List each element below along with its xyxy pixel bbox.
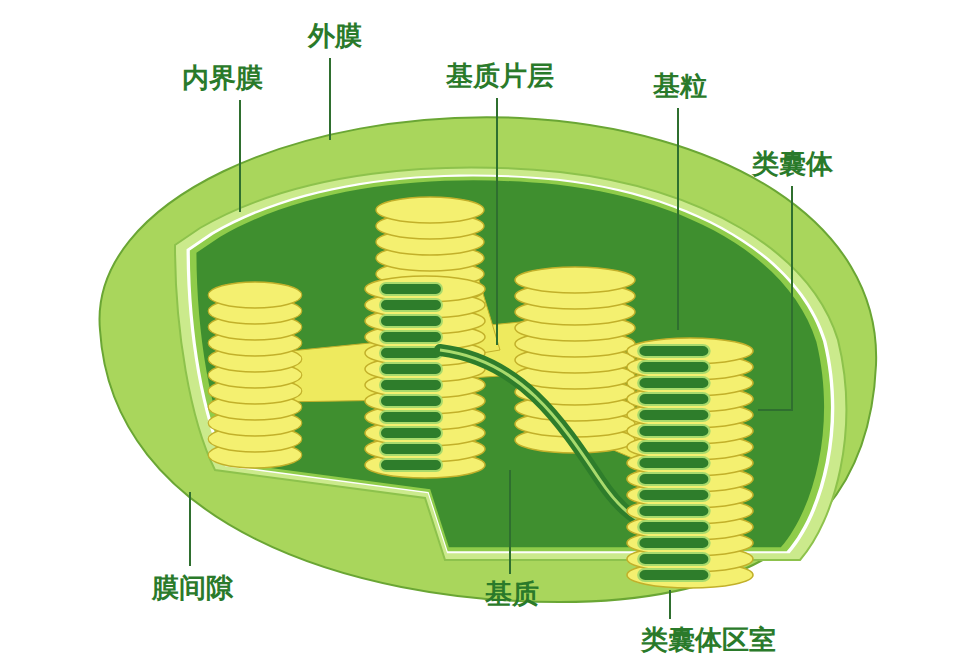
- lamella-band: [440, 350, 660, 528]
- part-label: 基质片层: [446, 60, 554, 92]
- part-label: 基质: [485, 578, 539, 610]
- granum: [208, 282, 302, 468]
- part-label: 基粒: [653, 70, 707, 102]
- lamella-band: [440, 350, 660, 528]
- part-label: 类囊体: [752, 148, 833, 180]
- part-label: 内界膜: [182, 62, 263, 94]
- leader-lines: [190, 58, 792, 619]
- granum: [515, 267, 635, 453]
- part-label: 外膜: [308, 20, 362, 52]
- granum: [627, 338, 753, 588]
- part-label: 类囊体区室: [641, 624, 776, 656]
- granum: [365, 276, 485, 478]
- outer-body: [100, 117, 877, 602]
- part-label: 膜间隙: [152, 572, 233, 604]
